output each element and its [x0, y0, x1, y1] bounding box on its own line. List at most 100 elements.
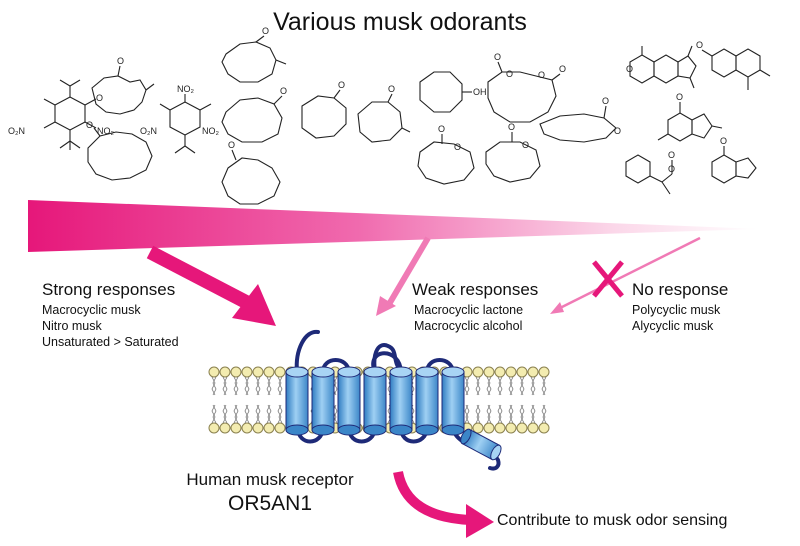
lipid-tail	[519, 376, 525, 424]
svg-text:O: O	[614, 126, 621, 136]
molecule-lactone-2: O O	[485, 122, 541, 183]
lipid-head-lower	[241, 422, 253, 434]
svg-text:O: O	[262, 26, 269, 36]
molecule-lactone-1: O O	[417, 124, 475, 185]
svg-text:O: O	[508, 122, 515, 132]
svg-text:O: O	[86, 120, 93, 130]
weak-response-arrow	[385, 236, 431, 308]
lipid-head-lower	[230, 422, 242, 434]
no-response-arrow	[555, 236, 701, 312]
no-response-list: Polycyclic musk Alycyclic musk	[632, 302, 720, 334]
molecule-macrocycle-1: O	[91, 56, 155, 115]
lipid-tail	[541, 376, 547, 424]
svg-text:O: O	[454, 142, 461, 152]
atom-oh: OH	[473, 87, 487, 97]
svg-text:O: O	[720, 136, 727, 146]
lipid-head-upper	[483, 366, 495, 378]
helix-tm4	[363, 366, 387, 436]
receptor-name: OR5AN1	[227, 492, 313, 515]
lipid-head-upper	[230, 366, 242, 378]
lipid-tail	[211, 376, 217, 424]
lipid-head-upper	[472, 366, 484, 378]
molecule-alicyclic-1: O O	[625, 150, 675, 195]
lipid-head-lower	[219, 422, 231, 434]
molecule-musk-ketone: O O₂N NO₂	[8, 79, 115, 150]
lipid-head-lower	[516, 422, 528, 434]
strong-response-arrowhead	[232, 284, 276, 326]
svg-text:O: O	[438, 124, 445, 134]
lipid-head-lower	[483, 422, 495, 434]
svg-text:O: O	[228, 140, 235, 150]
svg-text:O: O	[117, 56, 124, 66]
molecule-macrocycle-2: O	[86, 120, 153, 181]
molecule-polycyclic-2: O	[696, 40, 771, 90]
response-gradient-wedge	[28, 200, 760, 252]
svg-text:O: O	[626, 64, 633, 74]
lipid-tail	[244, 376, 250, 424]
lipid-head-upper	[494, 366, 506, 378]
lipid-head-lower	[208, 422, 220, 434]
molecule-macrocycle-3: O	[221, 86, 287, 143]
weak-response-arrowhead	[376, 296, 396, 316]
lipid-head-lower	[252, 422, 264, 434]
lipid-head-lower	[527, 422, 539, 434]
strong-item: Unsaturated > Saturated	[42, 335, 179, 349]
molecule-macrocycle-4: O	[221, 140, 281, 205]
svg-text:O: O	[668, 150, 675, 160]
lipid-head-lower	[263, 422, 275, 434]
strong-responses-list: Macrocyclic musk Nitro musk Unsaturated …	[42, 302, 179, 350]
outcome-arrow	[393, 470, 471, 525]
lipid-tail	[233, 376, 239, 424]
atom-o2n: O₂N	[8, 126, 25, 136]
outcome-arrowhead	[466, 504, 494, 538]
lipid-tail	[508, 376, 514, 424]
lipid-head-upper	[219, 366, 231, 378]
helix-tm3	[337, 366, 361, 436]
weak-responses-label: Weak responses	[412, 280, 539, 299]
c-terminal-helix	[460, 428, 502, 461]
svg-text:O: O	[338, 80, 345, 90]
none-item: Polycyclic musk	[632, 303, 721, 317]
molecule-muscone: O	[221, 26, 287, 83]
molecule-macrocyclic-diester: O O O O	[487, 52, 566, 123]
svg-text:O: O	[559, 64, 566, 74]
lipid-tail	[277, 376, 283, 424]
molecule-polycyclic-3: O	[657, 92, 723, 142]
lipid-head-upper	[263, 366, 275, 378]
molecule-polycyclic-1: O	[626, 45, 697, 89]
svg-text:O: O	[506, 69, 513, 79]
lipid-head-upper	[274, 366, 286, 378]
no-response-label: No response	[632, 280, 729, 299]
lipid-tail	[497, 376, 503, 424]
lipid-head-upper	[516, 366, 528, 378]
musk-molecules: O O₂N NO₂ O O NO₂ O₂N NO₂	[8, 26, 771, 205]
molecule-exaltone: O	[301, 80, 347, 139]
helix-tm5	[389, 366, 413, 436]
atom-no2: NO₂	[97, 126, 115, 136]
molecule-nitro-musk: NO₂ O₂N NO₂	[140, 84, 220, 154]
svg-text:O: O	[522, 140, 529, 150]
outcome-text: Contribute to musk odor sensing	[497, 512, 728, 529]
helix-tm7	[441, 366, 465, 436]
lipid-tail	[255, 376, 261, 424]
lipid-tail	[530, 376, 536, 424]
molecule-macrocycle-5: O	[357, 84, 411, 143]
molecule-alicyclic-2: O	[711, 136, 757, 184]
lipid-tail	[486, 376, 492, 424]
svg-text:O: O	[494, 52, 501, 62]
lipid-head-upper	[538, 366, 550, 378]
strong-item: Macrocyclic musk	[42, 303, 141, 317]
atom-no2-2: NO₂	[202, 126, 220, 136]
lipid-head-upper	[208, 366, 220, 378]
atom-o2n-2: O₂N	[140, 126, 157, 136]
lipid-head-lower	[538, 422, 550, 434]
weak-responses-list: Macrocyclic lactone Macrocyclic alcohol	[414, 302, 523, 334]
weak-item: Macrocyclic alcohol	[414, 319, 523, 333]
receptor-caption: Human musk receptor	[186, 470, 354, 489]
no-response-cross-icon	[592, 260, 624, 298]
lipid-head-upper	[527, 366, 539, 378]
strong-response-arrow	[146, 245, 250, 309]
lipid-head-lower	[505, 422, 517, 434]
lipid-head-upper	[241, 366, 253, 378]
